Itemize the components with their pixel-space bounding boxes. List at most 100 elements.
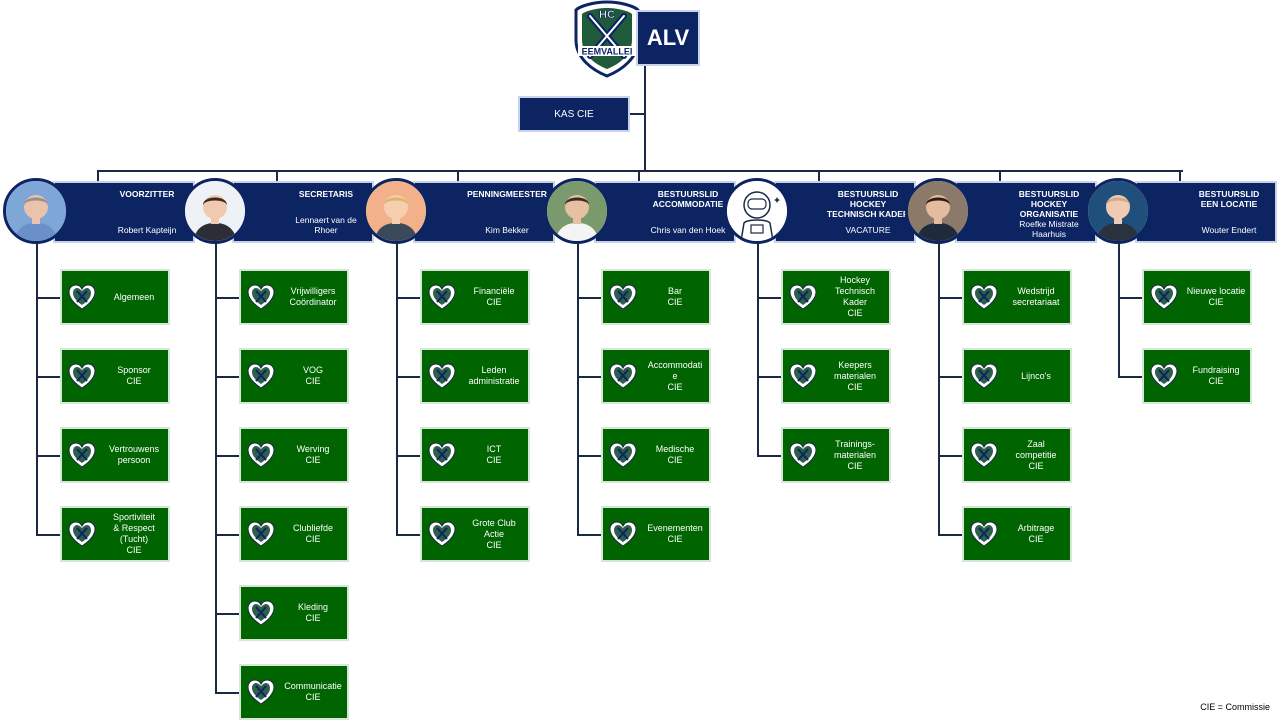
committee-box: Clubliefde CIE (239, 506, 349, 562)
club-logo: HC EEMVALLEI (572, 0, 642, 78)
committee-label: Lijnco's (1021, 370, 1051, 381)
club-heart-icon (422, 283, 462, 311)
committee-label: Sponsor CIE (117, 365, 151, 386)
committee-box: Bar CIE (601, 269, 711, 325)
role-title: BESTUURSLID ACCOMMODATIE (652, 189, 724, 209)
logo-bottom-text: EEMVALLEI (582, 47, 633, 57)
club-heart-icon (422, 362, 462, 390)
committee-box: Grote Club Actie CIE (420, 506, 530, 562)
children-spine-line (577, 243, 579, 535)
board-role-box: VOORZITTER Robert Kapteijn (53, 181, 195, 243)
bus-line (97, 170, 1183, 172)
club-heart-icon (241, 441, 281, 469)
club-heart-icon (62, 362, 102, 390)
committee-label: Trainings- materialen CIE (833, 438, 877, 471)
column-drop-line (638, 170, 640, 181)
club-heart-icon (62, 441, 102, 469)
footnote: CIE = Commissie (1200, 702, 1270, 712)
children-spine-line (1118, 243, 1120, 377)
kas-connector (630, 113, 644, 115)
club-heart-icon (422, 520, 462, 548)
child-connector-line (36, 297, 60, 299)
committee-box: Evenementen CIE (601, 506, 711, 562)
children-spine-line (36, 243, 38, 535)
alv-label: ALV (646, 25, 690, 50)
child-connector-line (396, 455, 420, 457)
kas-cie-label: KAS CIE (554, 108, 594, 120)
role-holder-name: Chris van den Hoek (650, 225, 726, 235)
committee-label: Kleding CIE (297, 602, 329, 623)
club-heart-icon (783, 283, 823, 311)
board-role-box: BESTUURSLID ACCOMMODATIE Chris van den Ho… (594, 181, 736, 243)
committee-label: Medische CIE (655, 444, 695, 465)
committee-label: Algemeen (113, 291, 155, 302)
committee-label: Fundraising CIE (1192, 365, 1240, 386)
child-connector-line (938, 376, 962, 378)
avatar (3, 178, 69, 244)
committee-label: Zaal competitie CIE (1015, 438, 1057, 471)
club-heart-icon (241, 678, 281, 706)
committee-label: Leden administratie (468, 365, 520, 386)
child-connector-line (757, 297, 781, 299)
child-connector-line (36, 376, 60, 378)
child-connector-line (577, 376, 601, 378)
child-connector-line (215, 455, 239, 457)
committee-label: Bar CIE (667, 286, 683, 307)
committee-label: ICT CIE (486, 444, 502, 465)
child-connector-line (396, 297, 420, 299)
committee-box: Sponsor CIE (60, 348, 170, 404)
committee-box: Algemeen (60, 269, 170, 325)
child-connector-line (577, 455, 601, 457)
committee-box: Vertrouwens persoon (60, 427, 170, 483)
child-connector-line (215, 613, 239, 615)
club-heart-icon (603, 283, 643, 311)
committee-label: Financiële CIE (473, 286, 515, 307)
column-drop-line (97, 170, 99, 181)
child-connector-line (215, 297, 239, 299)
committee-label: Vertrouwens persoon (108, 444, 160, 465)
committee-label: Keepers materialen CIE (833, 359, 877, 392)
committee-box: Fundraising CIE (1142, 348, 1252, 404)
role-holder-name: Robert Kapteijn (117, 225, 177, 235)
committee-box: Trainings- materialen CIE (781, 427, 891, 483)
role-holder-name: Lennaert van de Rhoer (295, 215, 357, 235)
role-title: VOORZITTER (119, 189, 175, 199)
committee-box: Nieuwe locatie CIE (1142, 269, 1252, 325)
avatar (544, 178, 610, 244)
children-spine-line (215, 243, 217, 693)
committee-box: Arbitrage CIE (962, 506, 1072, 562)
club-heart-icon (603, 520, 643, 548)
children-spine-line (396, 243, 398, 535)
committee-box: Communicatie CIE (239, 664, 349, 720)
club-heart-icon (783, 441, 823, 469)
committee-box: Lijnco's (962, 348, 1072, 404)
children-spine-line (757, 243, 759, 456)
committee-label: Werving CIE (296, 444, 330, 465)
logo-top-text: HC (599, 9, 615, 21)
committee-label: VOG CIE (302, 365, 323, 386)
child-connector-line (396, 376, 420, 378)
role-holder-name: Roefke Mistrate Haarhuis (1019, 219, 1079, 239)
avatar (1085, 178, 1151, 244)
child-connector-line (577, 297, 601, 299)
role-holder-name: Kim Bekker (485, 225, 529, 235)
role-title: SECRETARIS (298, 189, 354, 199)
club-heart-icon (62, 283, 102, 311)
board-role-box: SECRETARIS Lennaert van de Rhoer (232, 181, 374, 243)
club-heart-icon (603, 441, 643, 469)
club-heart-icon (241, 362, 281, 390)
committee-box: Financiële CIE (420, 269, 530, 325)
committee-box: Vrijwilligers Coördinator (239, 269, 349, 325)
column-drop-line (276, 170, 278, 181)
club-heart-icon (62, 520, 102, 548)
role-title: PENNINGMEESTER (467, 189, 547, 199)
committee-box: Keepers materialen CIE (781, 348, 891, 404)
astronaut-placeholder-icon (724, 178, 790, 244)
child-connector-line (938, 534, 962, 536)
committee-label: Communicatie CIE (284, 681, 342, 702)
column-drop-line (1179, 170, 1181, 181)
committee-label: Evenementen CIE (647, 523, 703, 544)
child-connector-line (215, 376, 239, 378)
